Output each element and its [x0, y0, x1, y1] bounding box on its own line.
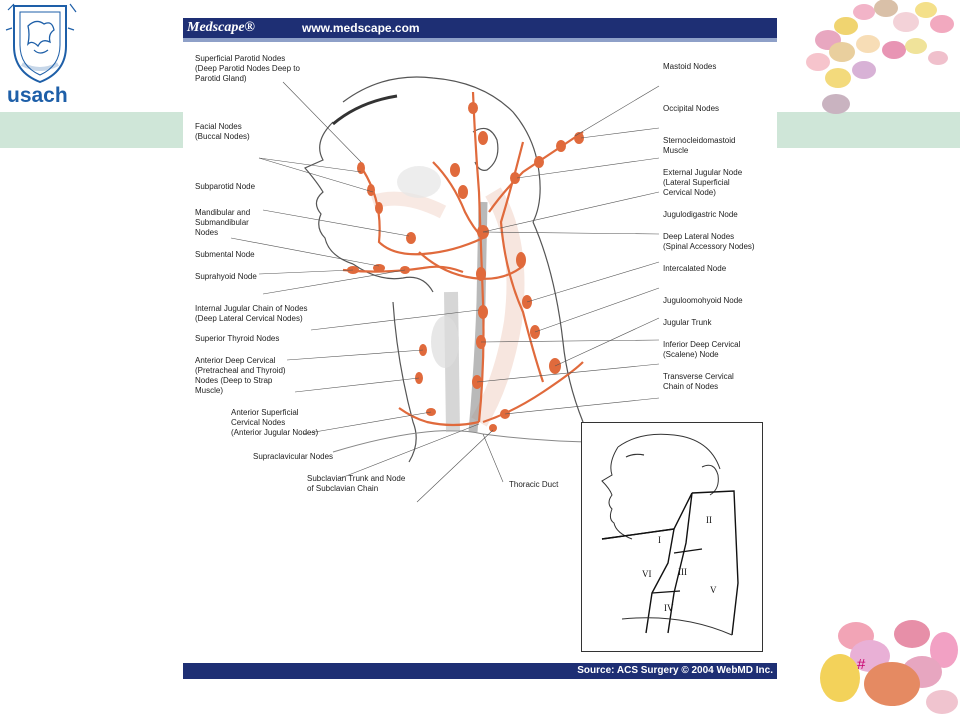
- neck-anatomy-illustration: [230, 76, 660, 503]
- label-subclavian-trunk-line2: of Subclavian Chain: [307, 484, 379, 493]
- label-transverse-cervical-chain: Transverse Cervical: [663, 372, 734, 381]
- label-supraclavicular-nodes: Supraclavicular Nodes: [253, 452, 334, 461]
- slide-number: #: [857, 656, 866, 673]
- label-mastoid-nodes: Mastoid Nodes: [663, 62, 717, 71]
- neck-levels-inset: II I III VI V IV: [581, 422, 763, 652]
- label-anterior-deep-cervical-line2: (Pretracheal and Thyroid): [195, 366, 286, 375]
- neck-levels-illustration: [601, 433, 739, 636]
- level-iv-label: IV: [664, 603, 674, 613]
- candy-eggs-top-image: [806, 0, 954, 114]
- level-vi-label: VI: [642, 569, 652, 579]
- label-deep-lateral-nodes: Deep Lateral Nodes: [663, 232, 735, 241]
- label-external-jugular-node: External Jugular Node: [663, 168, 743, 177]
- label-transverse-cervical-chain-line2: Chain of Nodes: [663, 382, 719, 391]
- label-subclavian-trunk: Subclavian Trunk and Node: [307, 474, 406, 483]
- lymph-node-figure: Medscape® www.medscape.com: [183, 18, 777, 679]
- label-superior-thyroid-nodes: Superior Thyroid Nodes: [195, 334, 280, 343]
- label-facial-nodes: Facial Nodes: [195, 122, 242, 131]
- label-superficial-parotid-nodes-line2: (Deep Parotid Nodes Deep to: [195, 64, 300, 73]
- label-subparotid-node: Subparotid Node: [195, 182, 256, 191]
- label-superficial-parotid-nodes-line3: Parotid Gland): [195, 74, 247, 83]
- medscape-url: www.medscape.com: [302, 21, 420, 35]
- label-anterior-superficial-cervical-line2: Cervical Nodes: [231, 418, 286, 427]
- level-iii-label: III: [678, 567, 687, 577]
- label-external-jugular-node-line3: Cervical Node): [663, 188, 716, 197]
- label-jugular-trunk: Jugular Trunk: [663, 318, 712, 327]
- label-facial-nodes-line2: (Buccal Nodes): [195, 132, 250, 141]
- level-v-label: V: [710, 585, 717, 595]
- logo-wordmark: usach: [7, 84, 68, 107]
- label-inferior-deep-cervical: Inferior Deep Cervical: [663, 340, 741, 349]
- label-mandibular-nodes-line3: Nodes: [195, 228, 219, 237]
- label-thoracic-duct: Thoracic Duct: [509, 480, 559, 489]
- medscape-brand: Medscape®: [187, 20, 255, 35]
- label-intercalated-node: Intercalated Node: [663, 264, 727, 273]
- university-crest-icon: [5, 3, 77, 84]
- label-anterior-superficial-cervical-line3: (Anterior Jugular Nodes): [231, 428, 319, 437]
- label-internal-jugular-chain-line2: (Deep Lateral Cervical Nodes): [195, 314, 303, 323]
- label-sternocleidomastoid: Sternocleidomastoid: [663, 136, 736, 145]
- label-mandibular-nodes: Mandibular and: [195, 208, 251, 217]
- label-internal-jugular-chain: Internal Jugular Chain of Nodes: [195, 304, 308, 313]
- label-submental-node: Submental Node: [195, 250, 255, 259]
- candy-eggs-bottom-image: [820, 620, 958, 714]
- university-logo: usach: [2, 0, 78, 108]
- source-credit: Source: ACS Surgery © 2004 WebMD Inc.: [577, 665, 773, 676]
- label-external-jugular-node-line2: (Lateral Superficial: [663, 178, 730, 187]
- label-mandibular-nodes-line2: Submandibular: [195, 218, 249, 227]
- label-anterior-superficial-cervical: Anterior Superficial: [231, 408, 299, 417]
- label-anterior-deep-cervical: Anterior Deep Cervical: [195, 356, 276, 365]
- label-anterior-deep-cervical-line3: Nodes (Deep to Strap: [195, 376, 273, 385]
- level-i-label: I: [658, 535, 661, 545]
- label-superficial-parotid-nodes: Superficial Parotid Nodes: [195, 54, 286, 63]
- header-rule: [183, 38, 777, 42]
- label-sternocleidomastoid-line2: Muscle: [663, 146, 689, 155]
- label-occipital-nodes: Occipital Nodes: [663, 104, 720, 113]
- label-inferior-deep-cervical-line2: (Scalene) Node: [663, 350, 719, 359]
- label-jugulodigastric-node: Jugulodigastric Node: [663, 210, 738, 219]
- figure-footer: Source: ACS Surgery © 2004 WebMD Inc.: [183, 663, 777, 679]
- label-deep-lateral-nodes-line2: (Spinal Accessory Nodes): [663, 242, 755, 251]
- label-juguloomohyoid-node: Juguloomohyoid Node: [663, 296, 743, 305]
- label-anterior-deep-cervical-line4: Muscle): [195, 386, 224, 395]
- level-ii-label: II: [706, 515, 712, 525]
- label-suprahyoid-node: Suprahyoid Node: [195, 272, 257, 281]
- figure-header: Medscape® www.medscape.com: [183, 18, 777, 38]
